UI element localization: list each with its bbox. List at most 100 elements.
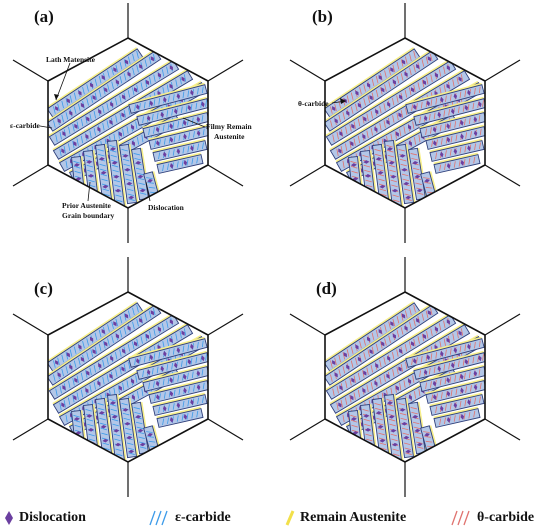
carbide-hatch xyxy=(133,407,141,410)
carbide-hatch xyxy=(116,199,123,203)
dislocation-mark xyxy=(405,449,412,454)
dislocation-mark xyxy=(155,126,160,133)
carbide-hatch xyxy=(405,198,412,201)
lath xyxy=(48,47,144,118)
carbide-hatch xyxy=(367,194,374,198)
carbide-hatch xyxy=(159,139,161,146)
dislocation-mark xyxy=(124,167,131,172)
panel-d-laths xyxy=(325,301,485,462)
dislocation-mark xyxy=(124,313,129,319)
carbide-hatch xyxy=(109,149,117,153)
carbide-hatch xyxy=(465,132,468,139)
dislocation-mark xyxy=(101,75,105,80)
dislocation-mark xyxy=(137,174,144,179)
dislocation-mark xyxy=(388,161,395,165)
carbide-hatch xyxy=(412,121,415,129)
dislocation-mark xyxy=(88,174,94,178)
lath xyxy=(425,124,485,150)
carbide-hatch xyxy=(191,117,194,125)
carbide-hatch xyxy=(190,103,193,111)
carbide-hatch xyxy=(106,374,109,382)
carbide-hatch xyxy=(350,106,354,114)
dislocation-mark xyxy=(414,428,421,433)
carbide-hatch xyxy=(448,362,450,370)
dislocation-mark xyxy=(146,115,151,122)
dislocation-mark xyxy=(339,131,343,137)
carbide-hatch xyxy=(136,338,139,347)
dislocation-mark xyxy=(390,67,394,73)
carbide-hatch xyxy=(89,113,92,122)
dislocation-mark xyxy=(135,104,140,110)
carbide-hatch xyxy=(113,179,121,183)
dislocation-mark xyxy=(100,170,107,175)
dislocation-mark xyxy=(121,112,125,118)
dislocation-mark xyxy=(350,141,354,147)
carbide-hatch xyxy=(350,414,357,418)
carbide-hatch xyxy=(166,66,169,75)
dislocation-mark xyxy=(85,387,89,394)
carbide-hatch xyxy=(59,131,62,140)
carbide-hatch xyxy=(183,74,187,82)
carbide-hatch xyxy=(135,167,143,171)
dislocation-mark xyxy=(149,354,154,361)
carbide-hatch xyxy=(464,145,467,153)
carbide-hatch xyxy=(404,344,408,352)
lath xyxy=(128,336,208,368)
carbide-hatch xyxy=(332,134,335,142)
carbide-hatch xyxy=(342,366,346,374)
carbide-hatch xyxy=(175,79,178,87)
dislocation-mark xyxy=(190,343,194,350)
carbide-hatch xyxy=(72,124,75,132)
dislocation-mark xyxy=(416,442,423,447)
carbide-hatch xyxy=(449,94,452,101)
carbide-hatch xyxy=(148,56,152,64)
carbide-hatch xyxy=(80,389,84,398)
remain-austenite-film xyxy=(329,68,465,152)
carbide-hatch xyxy=(61,354,64,363)
carbide-hatch xyxy=(455,388,458,396)
carbide-hatch xyxy=(463,159,466,166)
carbide-hatch xyxy=(59,402,62,411)
carbide-hatch xyxy=(388,81,391,89)
grain-boundary-spur xyxy=(289,313,326,336)
carbide-hatch xyxy=(445,95,447,103)
dislocation-mark xyxy=(433,140,437,147)
dislocation-mark xyxy=(427,56,432,62)
dislocation-mark xyxy=(390,321,394,327)
carbide-hatch xyxy=(413,172,421,176)
carbide-hatch xyxy=(353,138,356,146)
carbide-hatch xyxy=(470,131,472,138)
carbide-hatch xyxy=(76,375,79,383)
carbide-hatch xyxy=(371,92,375,101)
carbide-hatch xyxy=(336,131,339,140)
carbide-hatch xyxy=(381,203,388,206)
carbide-hatch xyxy=(425,56,429,64)
dislocation-mark xyxy=(135,161,142,165)
dislocation-mark xyxy=(54,360,59,366)
carbide-hatch xyxy=(413,304,416,313)
dislocation-mark xyxy=(111,415,118,419)
carbide-hatch xyxy=(126,442,134,446)
carbide-hatch xyxy=(106,120,109,128)
carbide-hatch xyxy=(418,388,421,397)
carbide-hatch xyxy=(90,448,97,452)
dislocation-mark xyxy=(426,354,431,361)
carbide-hatch xyxy=(378,432,385,436)
remain-austenite-film xyxy=(48,59,174,138)
dislocation-mark xyxy=(363,370,367,376)
dislocation-mark xyxy=(176,148,181,155)
carbide-hatch xyxy=(111,321,114,329)
carbide-hatch xyxy=(464,344,467,351)
carbide-hatch xyxy=(363,352,366,360)
carbide-hatch xyxy=(350,160,357,164)
carbide-hatch xyxy=(399,128,402,137)
dislocation-mark xyxy=(412,415,419,419)
dislocation-mark xyxy=(387,355,391,361)
legend-remain-austenite-label: Remain Austenite xyxy=(300,510,407,525)
dislocation-mark xyxy=(379,438,386,443)
carbide-hatch xyxy=(430,127,432,134)
carbide-hatch xyxy=(380,193,387,197)
legend-theta-carbide-label: θ-carbide xyxy=(477,510,535,525)
dislocation-mark xyxy=(126,181,133,186)
dislocation-mark xyxy=(446,377,450,384)
